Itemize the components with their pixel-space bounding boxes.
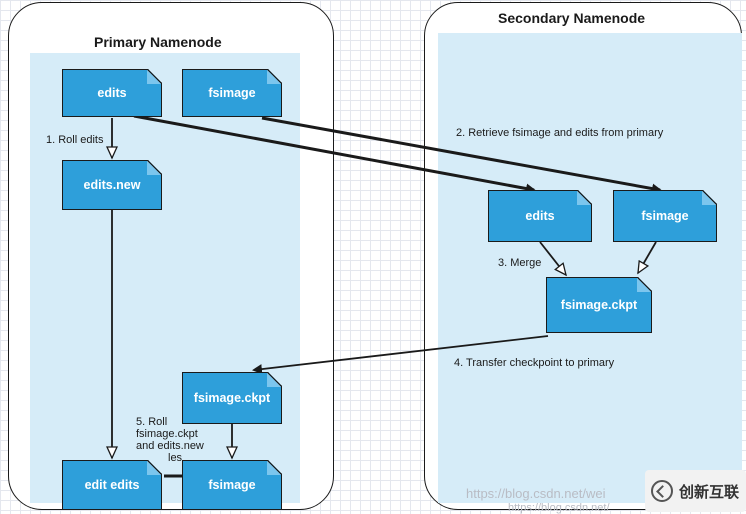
step-1-label: 1. Roll edits <box>46 134 104 146</box>
primary-panel-area <box>30 53 300 503</box>
watermark-url-2: https://blog.csdn.net/ <box>508 502 610 514</box>
primary-edits-label: edits <box>97 86 127 100</box>
arrow-retrieve-fsimage <box>261 116 662 194</box>
secondary-fsimage-doc: fsimage <box>613 190 717 242</box>
secondary-panel-area <box>438 33 742 503</box>
primary-fsimage-label: fsimage <box>208 86 256 100</box>
primary-final-edits-doc: edit edits <box>62 460 162 510</box>
step-5-label: 5. Roll fsimage.ckpt and edits.new les <box>136 416 204 464</box>
primary-final-edits-label: edit edits <box>84 478 140 492</box>
primary-fsimage-ckpt-label: fsimage.ckpt <box>193 391 271 405</box>
primary-edits-doc: edits <box>62 69 162 117</box>
logo-text: 创新互联 <box>679 483 740 501</box>
primary-final-fsimage-doc: fsimage <box>182 460 282 510</box>
step-5-line-1: 5. Roll <box>136 416 168 428</box>
secondary-panel-title: Secondary Namenode <box>498 10 646 26</box>
step-5-line-3: and edits.new <box>136 440 204 452</box>
step-2-label: 2. Retrieve fsimage and edits from prima… <box>456 127 664 139</box>
primary-fsimage-doc: fsimage <box>182 69 282 117</box>
arrow-transfer-checkpoint <box>252 335 549 375</box>
primary-edits-new-label: edits.new <box>83 178 141 192</box>
watermark-url: https://blog.csdn.net/wei <box>466 486 606 501</box>
step-3-label: 3. Merge <box>498 257 542 269</box>
primary-panel-title: Primary Namenode <box>94 34 222 50</box>
primary-edits-new-doc: edits.new <box>62 160 162 210</box>
step-5-line-4: les <box>168 452 183 464</box>
secondary-fsimage-ckpt-label: fsimage.ckpt <box>560 298 638 312</box>
step-5-line-2: fsimage.ckpt <box>136 428 198 440</box>
arrow-retrieve-edits <box>133 114 536 194</box>
secondary-edits-label: edits <box>525 209 555 223</box>
logo-mark-icon <box>651 480 673 502</box>
primary-final-fsimage-label: fsimage <box>208 478 256 492</box>
primary-fsimage-ckpt-doc: fsimage.ckpt <box>182 372 282 424</box>
arrow-merge-fsimage <box>637 241 657 275</box>
secondary-fsimage-ckpt-doc: fsimage.ckpt <box>546 277 652 333</box>
brand-logo: 创新互联 <box>645 470 746 512</box>
secondary-fsimage-label: fsimage <box>641 209 689 223</box>
step-4-label: 4. Transfer checkpoint to primary <box>454 357 615 369</box>
arrow-merge-edits <box>539 241 567 277</box>
secondary-edits-doc: edits <box>488 190 592 242</box>
